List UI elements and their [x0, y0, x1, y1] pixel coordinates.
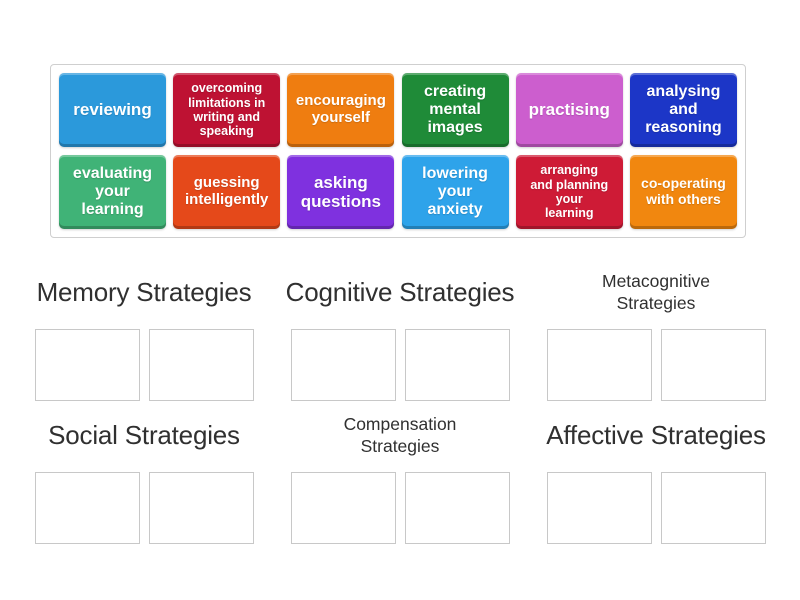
drop-slot[interactable]	[546, 328, 652, 401]
drop-slot[interactable]	[148, 329, 254, 402]
tile-evaluating-your-learning[interactable]: evaluating your learning	[59, 155, 166, 229]
category-metacognitive-strategies: Metacognitive Strategies	[528, 255, 784, 401]
slot-group	[546, 472, 766, 545]
drop-slot[interactable]	[34, 329, 140, 402]
category-label: Social Strategies	[48, 419, 240, 450]
category-label: Compensation Strategies	[343, 413, 457, 456]
drop-slot[interactable]	[34, 472, 140, 545]
tile-practising[interactable]: practising	[515, 73, 623, 147]
tile-guessing-intelligently[interactable]: guessing intelligently	[173, 155, 281, 229]
tile-co-operating-with-others[interactable]: co-operating with others	[629, 155, 737, 229]
drop-slot[interactable]	[290, 329, 396, 402]
slot-group	[34, 329, 254, 402]
category-label: Metacognitive Strategies	[602, 270, 710, 313]
category-label: Affective Strategies	[546, 419, 766, 450]
category-social-strategies: Social Strategies	[16, 398, 272, 545]
category-label: Cognitive Strategies	[285, 276, 515, 307]
slot-group	[290, 471, 510, 544]
drop-slot[interactable]	[404, 329, 510, 402]
drop-slot[interactable]	[148, 472, 254, 545]
tile-arranging-and-planning[interactable]: arranging and planning your learning	[515, 155, 623, 229]
category-compensation-strategies: Compensation Strategies	[272, 398, 528, 544]
category-cognitive-strategies: Cognitive Strategies	[272, 255, 528, 402]
slot-group	[546, 328, 766, 401]
category-affective-strategies: Affective Strategies	[528, 398, 784, 545]
tile-lowering-your-anxiety[interactable]: lowering your anxiety	[401, 155, 509, 229]
drop-slot[interactable]	[290, 471, 396, 544]
tile-analysing-and-reasoning[interactable]: analysing and reasoning	[629, 73, 737, 147]
slot-group	[34, 472, 254, 545]
drop-slot[interactable]	[404, 471, 510, 544]
category-label: Memory Strategies	[36, 276, 252, 307]
tile-reviewing[interactable]: reviewing	[59, 73, 166, 147]
tile-asking-questions[interactable]: asking questions	[287, 155, 395, 229]
category-board: Memory Strategies Cognitive Strategies M…	[16, 255, 784, 545]
tile-encouraging-yourself[interactable]: encouraging yourself	[287, 73, 395, 147]
tile-overcoming-limitations[interactable]: overcoming limitations in writing and sp…	[173, 73, 281, 147]
tile-creating-mental-images[interactable]: creating mental images	[401, 73, 509, 147]
category-memory-strategies: Memory Strategies	[16, 255, 272, 402]
drop-slot[interactable]	[546, 472, 652, 545]
slot-group	[290, 329, 510, 402]
tile-tray: reviewing overcoming limitations in writ…	[50, 64, 746, 238]
drop-slot[interactable]	[660, 472, 766, 545]
drop-slot[interactable]	[660, 328, 766, 401]
